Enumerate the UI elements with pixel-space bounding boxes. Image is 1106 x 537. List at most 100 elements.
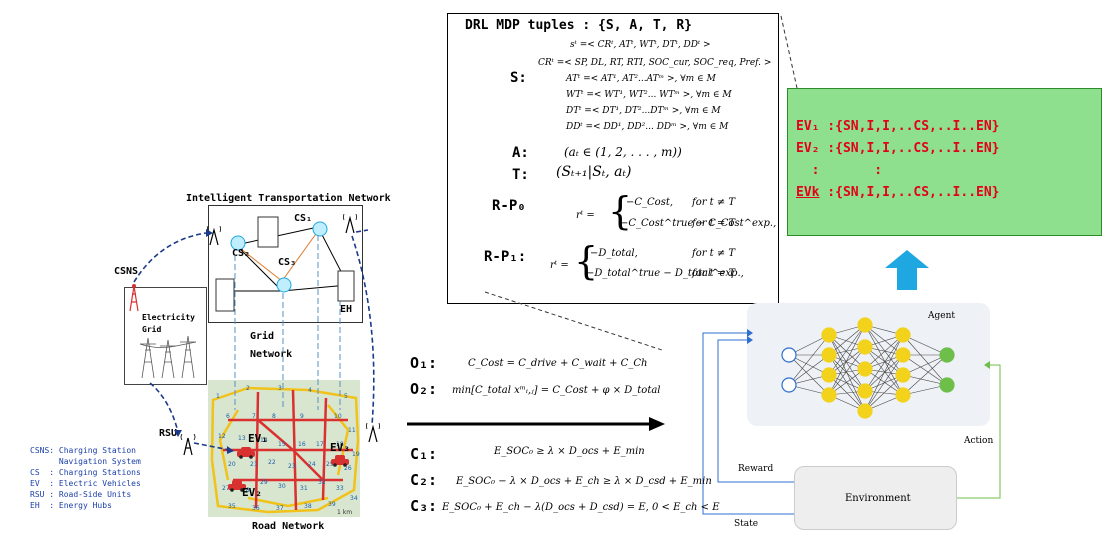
reward-label: Reward [738,464,774,474]
road-node-number: 5 [344,393,348,400]
nn-edge [828,346,866,376]
legend-cs: CS : Charging Stations [30,468,141,477]
ev2-car-icon [228,480,246,492]
nn-edge [864,324,904,356]
itn-link-orange [281,230,319,282]
road-node-number: 26 [344,465,352,472]
nn-node [781,377,797,393]
nn-edge [864,334,904,412]
nn-node [857,361,873,377]
road-node-number: 17 [316,441,324,448]
nn-node [821,387,837,403]
cs2-label: CS₂ [232,248,251,259]
nn-edge [864,334,904,392]
rp1-brace: { [574,239,599,283]
road-node-number: 4 [308,387,312,394]
road-node-number: 21 [250,461,258,468]
nn-edge [864,368,904,396]
rsu-tower-icon [180,434,196,456]
grid-network-label-2: Network [250,349,293,360]
nn-edge [788,354,830,396]
state-label: State [734,519,759,529]
itn-title: Intelligent Transportation Network [186,193,391,204]
s-label: S: [510,70,527,86]
grid-to-rsu-link [149,382,179,433]
ev2-label: EV₂ [242,486,262,499]
legend: CSNS: Charging Station Navigation System… [30,446,141,510]
rp0-case2: −C_Cost^true − C_Cost^exp., [620,218,777,229]
road-node-number: 6 [226,413,230,420]
rp0-label: R-P₀ [492,198,526,214]
arrowhead [174,430,182,437]
road-node-number: 20 [228,461,236,468]
o2-eq: min[C_total xᵐᵢ,ⱼ] = C_Cost + φ × D_tota… [452,385,661,396]
electricity-grid-label-2: Grid [142,325,162,334]
road-network-label: Road Network [252,521,325,532]
s-eq-6: DDᵗ =< DD¹, DD²... DDᵐ >, ∀m ∈ M [566,122,729,132]
rsu-to-ev1-link [193,442,231,451]
road-node-number: 14 [260,437,268,444]
action-label: Action [964,436,994,446]
itn-to-antenna-link [355,229,369,233]
legend-rsu: RSU : Road-Side Units [30,490,132,499]
ev-routes-box: EV₁ :{SN,I,I,..CS,..I..EN} EV₂ :{SN,I,I,… [787,88,1102,236]
rp1-case1: −D_total, [590,248,638,259]
road-node-number: 35 [228,503,236,510]
s-eq-3: ATᵗ =< AT¹, AT²...ATᵐ >, ∀m ∈ M [566,74,716,84]
road-node-number: 38 [304,503,312,510]
road-node-number: 10 [334,413,342,420]
energy-hub-block [337,270,355,302]
nn-edge [902,334,948,356]
csns-tower-icon [129,284,139,312]
road-node-number: 9 [300,413,304,420]
ev-route-1: EV₁ :{SN,I,I,..CS,..I..EN} [796,119,1000,134]
nn-edge [828,324,866,376]
road-node-number: 18 [336,441,344,448]
nn-node [857,383,873,399]
s-eq-5: DTᵗ =< DT¹, DT²...DTᵐ >, ∀m ∈ M [566,106,721,116]
nn-edge [828,354,866,392]
s-eq-1: sᵗ =< CRᵗ, ATᵗ, WTᵗ, DTᵗ, DDᵗ > [570,40,711,50]
nn-edge [864,354,904,412]
nn-edge [828,324,866,356]
eh-label: EH [340,304,353,315]
c2-label: C₂: [410,471,438,489]
itn-antenna-right-icon [343,214,357,234]
road-node-number: 22 [268,459,276,466]
ev-route-ellipsis: : : [796,163,883,178]
nn-edge [864,374,904,412]
legend-csns-cont: Navigation System [30,457,141,466]
road-node-number: 34 [350,495,358,502]
road-node-number: 25 [326,461,334,468]
itn-graph [215,216,355,312]
rp1-case2: −D_total^true − D_total^exp., [586,268,744,279]
arrowhead [206,229,213,237]
nn-edge [864,324,904,376]
nn-edge [828,346,866,396]
nn-edge [828,334,866,392]
road-node-number: 15 [278,441,286,448]
o1-eq: C_Cost = C_drive + C_wait + C_Ch [468,358,648,369]
environment-label: Environment [845,493,911,504]
ev-route-k: EVk :{SN,I,I,..CS,..I..EN} [796,185,1000,200]
c1-label: C₁: [410,445,438,463]
ev1-label: EV₁ [248,432,268,445]
legend-csns: CSNS: Charging Station [30,446,136,455]
road-node-number: 27 [222,485,230,492]
c2-eq: E_SOC₀ − λ × D_ocs + E_ch ≥ λ × D_csd + … [456,476,712,487]
o1-label: O₁: [410,354,438,372]
nn-edge [828,334,866,370]
nn-node [895,367,911,383]
ev-route-k-label: EVk [796,185,820,200]
environment-box [794,466,957,530]
ev-route-2: EV₂ :{SN,I,I,..CS,..I..EN} [796,141,1000,156]
ev1-car-icon [237,447,255,459]
nn-node [821,327,837,343]
nn-node [821,367,837,383]
main-right-arrow-icon [407,417,665,431]
